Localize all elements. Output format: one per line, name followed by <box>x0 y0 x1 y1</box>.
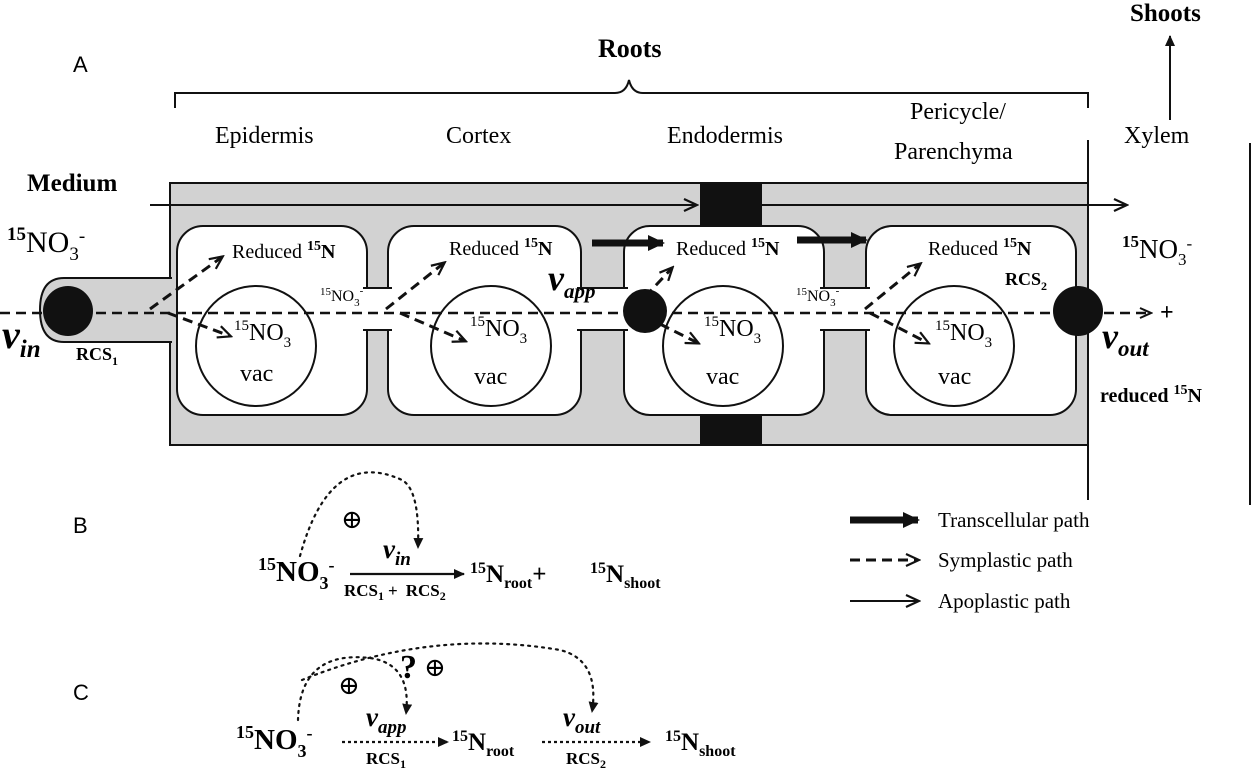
reduced-n-cortex: Reduced 15N <box>449 236 553 260</box>
c-n-root: 15Nroot <box>452 728 515 760</box>
vac-nitrate-endodermis: 15NO3 <box>704 314 761 347</box>
roots-brace <box>174 79 1089 108</box>
tissue-pericycle: Pericycle/ <box>910 99 1006 125</box>
vac-nitrate-epidermis: 15NO3 <box>234 318 291 351</box>
c-flux-v-app: vapp <box>366 702 406 738</box>
c-question-mark: ? <box>400 649 417 686</box>
vac-label-cortex: vac <box>474 364 507 390</box>
c-rcs2-label: RCS2 <box>566 749 606 771</box>
b-feedback-arc <box>298 471 424 558</box>
reduced-n-pericycle: Reduced 15N <box>928 236 1032 260</box>
branch-pericycle-down <box>869 311 928 343</box>
medium-label: Medium <box>27 170 117 197</box>
branch-endodermis-down <box>659 322 698 343</box>
tissue-cortex: Cortex <box>446 123 511 149</box>
tissue-parenchyma: Parenchyma <box>894 139 1013 165</box>
panel-label-a: A <box>73 52 88 77</box>
branch-cortex-up <box>385 263 444 311</box>
b-product-n-root: 15Nroot+ <box>470 560 546 592</box>
intercellular-nitrate-1: 15NO3- <box>320 285 364 309</box>
c-flux-v-out: vout <box>563 702 601 738</box>
reduced-n-epidermis: Reduced 15N <box>232 239 336 263</box>
xylem-label: Xylem <box>1124 123 1190 149</box>
panel-label-c: C <box>73 680 89 705</box>
flux-v-app: vapp <box>548 258 595 303</box>
casparian-strip-bottom <box>700 416 762 444</box>
vac-label-pericycle: vac <box>938 364 971 390</box>
rcs2-transporter <box>1053 286 1103 336</box>
c-positive-effect-app: ⊕ <box>338 671 360 700</box>
branch-cortex-down <box>399 311 465 341</box>
casparian-strip-top <box>700 183 762 225</box>
vacuole-pericycle <box>893 285 1015 407</box>
vacuole-cortex <box>430 285 552 407</box>
roots-label: Roots <box>598 34 662 63</box>
vac-nitrate-cortex: 15NO3 <box>470 314 527 347</box>
xylem-plus-sign: + <box>1160 300 1174 326</box>
vac-label-epidermis: vac <box>240 361 273 387</box>
branch-pericycle-up <box>864 264 920 311</box>
vac-label-endodermis: vac <box>706 364 739 390</box>
b-positive-effect: ⊕ <box>341 505 363 534</box>
c-n-shoot: 15Nshoot <box>665 728 736 760</box>
c-rcs1-label: RCS1 <box>366 749 406 771</box>
legend-transcellular-label: Transcellular path <box>938 508 1090 532</box>
b-rcs-label: RCS1+RCS2 <box>344 581 446 603</box>
intercellular-nitrate-2: 15NO3- <box>796 285 840 309</box>
c-positive-effect-out: ⊕ <box>424 653 446 682</box>
xylem-nitrate: 15NO3- <box>1122 232 1193 269</box>
vacuole-epidermis <box>195 285 317 407</box>
tissue-endodermis: Endodermis <box>667 123 783 149</box>
flux-v-in: vin <box>2 312 41 363</box>
b-flux-v-in: vin <box>383 534 411 570</box>
shoots-label: Shoots <box>1130 0 1201 27</box>
legend-apoplastic-label: Apoplastic path <box>938 589 1071 613</box>
branch-epidermis-down <box>167 311 230 336</box>
reduced-n-endodermis: Reduced 15N <box>676 236 780 260</box>
c-reactant-nitrate: 15NO3- <box>236 722 313 761</box>
rcs2-label: RCS2 <box>1005 269 1047 293</box>
legend-symplastic-label: Symplastic path <box>938 548 1073 572</box>
c-feedback-arc-out <box>300 642 599 714</box>
xylem-reduced-n: reduced 15N <box>1100 383 1203 407</box>
flux-v-out: vout <box>1102 316 1149 361</box>
b-product-n-shoot: 15Nshoot <box>590 560 661 592</box>
b-reactant-nitrate: 15NO3- <box>258 554 335 593</box>
app-transporter <box>623 289 667 333</box>
tissue-epidermis: Epidermis <box>215 123 314 149</box>
panel-label-b: B <box>73 513 88 538</box>
vacuole-endodermis <box>662 285 784 407</box>
rcs1-transporter <box>43 286 93 336</box>
vac-nitrate-pericycle: 15NO3 <box>935 318 992 351</box>
rcs1-label: RCS1 <box>76 344 118 368</box>
medium-nitrate: 15NO3- <box>7 224 85 265</box>
